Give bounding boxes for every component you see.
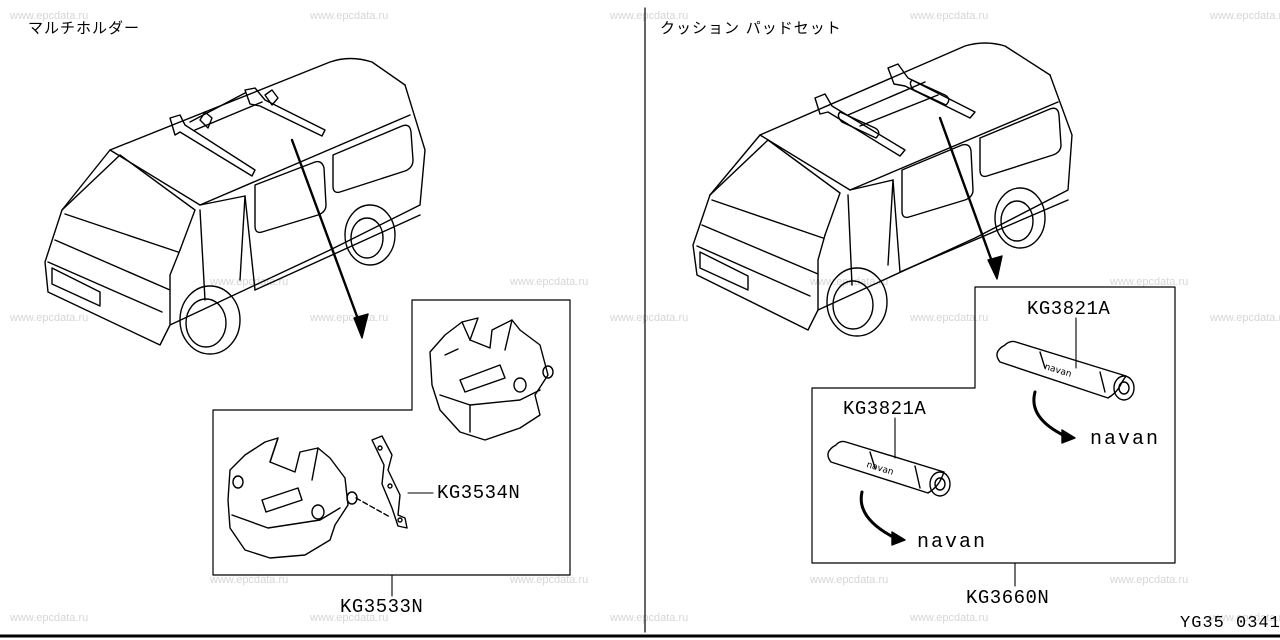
watermark-text: www.epcdata.ru [910, 312, 989, 324]
watermark-text: www.epcdata.ru [1210, 612, 1280, 624]
watermark-text: www.epcdata.ru [10, 612, 89, 624]
page-code: YG35 0341 [1180, 614, 1280, 633]
cushion-pad-top-illustration [996, 340, 1135, 444]
part-label-kg3821a-bottom: KG3821A [843, 398, 927, 420]
watermark-text: www.epcdata.ru [610, 10, 689, 22]
watermark-text: www.epcdata.ru [510, 574, 589, 586]
left-panel-title: マルチホルダー [28, 19, 141, 37]
part-label-kg3821a-top: KG3821A [1027, 298, 1111, 320]
holder-lower-illustration [227, 437, 358, 559]
watermark-text: www.epcdata.ru [610, 312, 689, 324]
frame-left [212, 299, 571, 576]
holder-upper-illustration [429, 317, 554, 441]
van-right-illustration [692, 42, 1073, 337]
watermark-text: www.epcdata.ru [310, 312, 389, 324]
cushion-pad-bottom-illustration [827, 440, 951, 546]
watermark-text: www.epcdata.ru [210, 574, 289, 586]
watermark-text: www.epcdata.ru [1210, 10, 1280, 22]
watermark-text: www.epcdata.ru [310, 10, 389, 22]
watermark-text: www.epcdata.ru [10, 10, 89, 22]
watermark-text: www.epcdata.ru [510, 276, 589, 288]
part-label-kg3533n: KG3533N [340, 596, 424, 618]
brand-mark-top: navan [1090, 428, 1161, 451]
right-panel-title: クッション パッドセット [660, 19, 842, 37]
watermark-text: www.epcdata.ru [910, 10, 989, 22]
watermark-text: www.epcdata.ru [810, 574, 889, 586]
part-label-kg3534n: KG3534N [437, 482, 521, 504]
watermark-text: www.epcdata.ru [1210, 312, 1280, 324]
frame-right [811, 286, 1176, 564]
watermark-text: www.epcdata.ru [610, 612, 689, 624]
arrow-left [290, 138, 364, 332]
arrow-left-head [353, 313, 369, 339]
watermark-text: www.epcdata.ru [10, 312, 89, 324]
watermark-text: www.epcdata.ru [310, 612, 389, 624]
arrow-right [938, 116, 997, 272]
part-label-kg3660n: KG3660N [966, 587, 1050, 609]
watermark-text: www.epcdata.ru [1110, 574, 1189, 586]
bracket-kg3534n [355, 435, 408, 529]
van-left-illustration [44, 57, 426, 355]
watermark-text: www.epcdata.ru [1110, 276, 1189, 288]
brand-mark-bottom: navan [917, 531, 988, 554]
arrow-right-head [987, 255, 1003, 280]
watermark-text: www.epcdata.ru [910, 612, 989, 624]
